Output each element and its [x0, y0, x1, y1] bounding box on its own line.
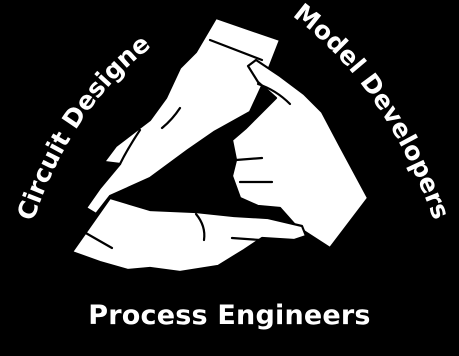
label-process-engineers: Process Engineers [0, 300, 459, 331]
hand-bottom-icon [72, 198, 306, 272]
label-circuit-designers: Circuit Designers [0, 0, 155, 224]
